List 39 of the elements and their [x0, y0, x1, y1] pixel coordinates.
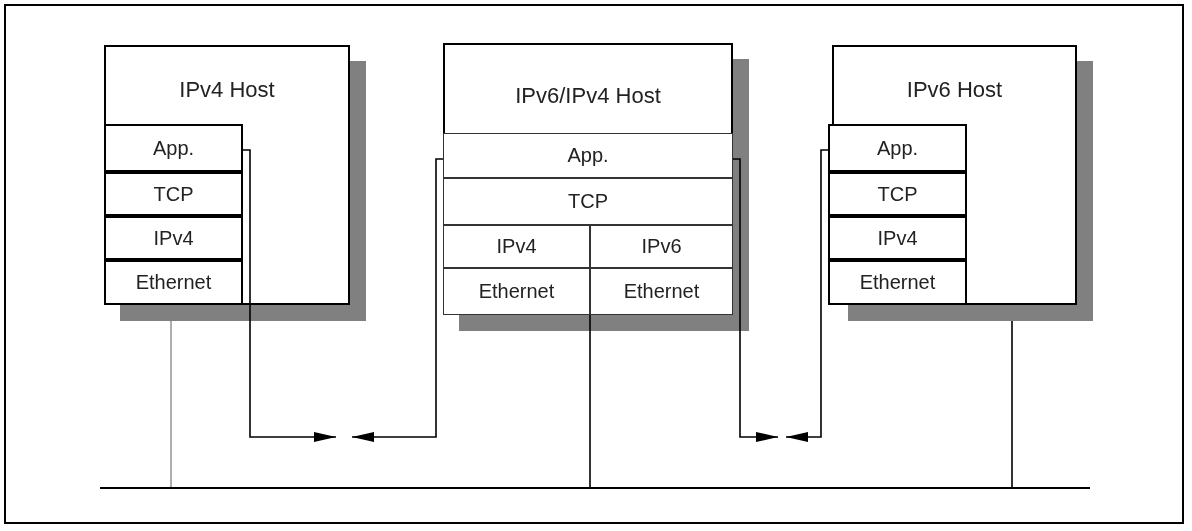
protocol-layer	[443, 225, 590, 268]
protocol-layer	[443, 178, 733, 225]
connector-line	[170, 320, 172, 488]
protocol-layer	[828, 124, 967, 172]
layer-label: TCP	[568, 190, 608, 213]
layer-label: TCP	[153, 182, 194, 206]
layer-label: TCP	[877, 182, 918, 206]
protocol-layer	[590, 268, 733, 315]
layer-label: IPv6	[641, 235, 682, 258]
protocol-layer	[590, 225, 733, 268]
connector-arrow	[242, 149, 337, 442]
layer-label: IPv4	[153, 226, 194, 250]
connector-arrow	[785, 149, 829, 442]
protocol-layer	[104, 260, 243, 305]
layer-label: Ethernet	[135, 271, 212, 294]
layer-label: Ethernet	[623, 280, 700, 303]
layer-label: App.	[876, 136, 919, 160]
protocol-layer	[828, 260, 967, 305]
connector-line	[1011, 320, 1013, 488]
protocol-layer	[443, 268, 590, 315]
protocol-layer	[443, 133, 733, 178]
connector-line	[589, 314, 591, 488]
connector-arrow	[732, 158, 779, 442]
layer-label: App.	[567, 144, 609, 167]
layer-label: Ethernet	[478, 280, 555, 303]
layer-label: IPv4	[877, 226, 918, 250]
protocol-layer	[104, 172, 243, 216]
host-title: IPv6/IPv4 Host	[514, 83, 662, 109]
protocol-layer	[104, 216, 243, 260]
protocol-layer	[828, 216, 967, 260]
protocol-layer	[104, 124, 243, 172]
layer-label: App.	[152, 136, 195, 160]
host-title: IPv6 Host	[905, 77, 1004, 103]
layer-label: Ethernet	[859, 271, 936, 294]
layer-label: IPv4	[496, 235, 537, 258]
host-title: IPv4 Host	[178, 77, 276, 103]
connector-arrow	[351, 158, 444, 442]
network-line	[100, 487, 1090, 489]
protocol-layer	[828, 172, 967, 216]
